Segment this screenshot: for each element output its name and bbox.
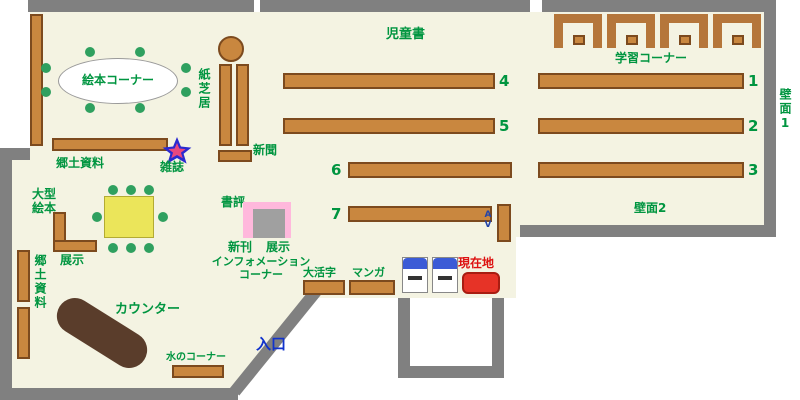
shelf-right-2 [538,118,744,134]
shelf-number-3: 3 [748,161,759,179]
shelf-large-print [303,280,345,295]
chair-dot [181,63,191,73]
shelf-children-4 [283,73,495,89]
chair-dot [181,87,191,97]
shelf-picture-book-bottom [52,138,168,151]
wall-lobby-bottom [398,366,504,378]
search-terminal [432,257,458,293]
shelf-picture-book-left [30,14,43,146]
shelf-manga [349,280,395,295]
chair-dot [135,47,145,57]
wall-right [764,0,776,237]
study-corner-label: 学習コーナー [615,51,688,65]
children-books-label: 児童書 [386,27,426,42]
entrance-label: 入口 [256,335,287,353]
carrel-seat [679,35,691,45]
shelf-kamishibai-2 [236,64,249,146]
chair-dot [41,87,51,97]
terminal-screen [433,258,457,269]
wall-top-left [28,0,254,12]
study-carrel [607,14,655,48]
shelf-display-left [53,240,97,252]
carrel-seat [626,35,638,45]
wall-top-right [542,0,764,12]
shelf-water-corner [172,365,224,378]
chair-dot [126,243,136,253]
shelf-newspaper [218,150,252,162]
chair-dot [158,212,168,222]
shelf-number-1: 1 [748,72,759,90]
chair-dot [144,243,154,253]
display-center-label: 展示 [266,240,291,254]
study-carrel [713,14,761,48]
shelf-local-materials-2 [17,307,30,359]
terminal-slot [408,276,422,280]
shelf-number-2: 2 [748,117,759,135]
av-corner-label: AV [483,210,493,230]
kamishibai-label: 紙芝居 [197,68,211,110]
chair-dot [144,185,154,195]
chair-dot [108,243,118,253]
wall-face-2-label: 壁面2 [634,201,667,215]
local-materials-left-label: 郷土資料 [33,254,47,310]
counter-label: カウンター [115,302,181,317]
wall-face-1-label: 壁面1 [778,88,792,132]
chair-dot [41,63,51,73]
chair-dot [135,103,145,113]
information-corner-label: インフォメーション コーナー [211,255,311,281]
shelf-local-materials-1 [17,250,30,302]
newspaper-label: 新聞 [253,143,278,157]
current-location-label: 現在地 [458,256,495,270]
new-books-label: 新刊 [228,240,253,254]
wall-lobby-left [398,298,410,378]
study-carrel [554,14,602,48]
large-picture-books-label: 大型絵本 [32,187,57,215]
kids-table [104,196,154,238]
large-print-label: 大活字 [303,266,336,279]
display-left-label: 展示 [60,253,85,267]
shelf-number-4: 4 [499,72,510,90]
current-location-marker [462,272,500,294]
wall-bottom-left [0,388,238,400]
chair-dot [92,212,102,222]
carrel-seat [732,35,744,45]
carrel-seat [573,35,585,45]
shelf-number-6: 6 [331,161,342,179]
chair-dot [108,185,118,195]
book-review-label: 書評 [221,195,246,209]
chair-dot [85,103,95,113]
shelf-number-5: 5 [499,117,510,135]
water-corner-label: 水のコーナー [166,352,226,363]
shelf-children-7 [348,206,492,222]
shelf-children-6 [348,162,512,178]
wall-bottom-right [520,225,776,237]
shelf-kamishibai-1 [219,64,232,146]
picture-book-corner-label: 絵本コーナー [81,73,154,88]
terminal-screen [403,258,427,269]
manga-label: マンガ [352,266,385,279]
chair-dot [126,185,136,195]
wall-left [0,148,12,392]
display-stand [253,209,285,238]
local-materials-top-label: 郷土資料 [56,156,105,170]
search-terminal [402,257,428,293]
shelf-right-1 [538,73,744,89]
shelf-children-5 [283,118,495,134]
wall-top-center [260,0,530,12]
chair-dot [85,47,95,57]
shelf-number-7: 7 [331,205,342,223]
kamishibai-table [218,36,244,62]
magazine-label: 雑誌 [160,160,185,174]
shelf-av [497,204,511,242]
shelf-right-3 [538,162,744,178]
study-carrel [660,14,708,48]
picture-book-corner-area: 絵本コーナー [58,58,178,104]
terminal-slot [438,276,452,280]
wall-lobby-right [492,298,504,378]
